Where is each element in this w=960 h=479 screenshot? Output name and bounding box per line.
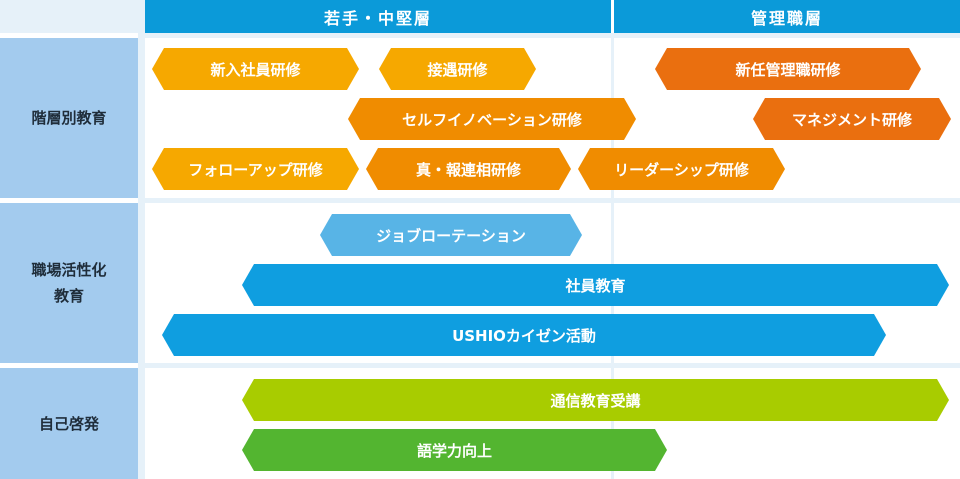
program-label: USHIOカイゼン活動 <box>452 326 596 345</box>
program-label: セルフイノベーション研修 <box>402 110 582 129</box>
row-label-text: 職場活性化 教育 <box>31 261 107 305</box>
row-divider <box>145 363 960 368</box>
program-label: 語学力向上 <box>416 441 492 460</box>
program-follow-up: フォローアップ研修 <box>152 148 359 190</box>
program-label: マネジメント研修 <box>791 110 912 129</box>
program-job-rotation: ジョブローテーション <box>320 214 582 256</box>
program-label: 通信教育受講 <box>550 391 641 410</box>
column-divider <box>611 33 614 479</box>
program-language: 語学力向上 <box>242 429 667 471</box>
program-communication: 真・報連相研修 <box>366 148 571 190</box>
program-employee-education: 社員教育 <box>242 264 949 306</box>
program-self-innovation: セルフイノベーション研修 <box>348 98 636 140</box>
row-label-self-development: 自己啓発 <box>0 368 138 479</box>
program-label: 接遇研修 <box>427 60 488 79</box>
row-label-text: 自己啓発 <box>38 414 99 433</box>
program-label: リーダーシップ研修 <box>614 160 749 179</box>
program-label: フォローアップ研修 <box>188 160 323 179</box>
row-label-text: 階層別教育 <box>31 109 107 127</box>
left-column-divider <box>138 0 145 479</box>
header-corner <box>0 0 138 33</box>
program-label: 新任管理職研修 <box>735 60 841 79</box>
row-label-hierarchical: 階層別教育 <box>0 38 138 198</box>
header-young-mid: 若手・中堅層 <box>145 0 611 33</box>
program-label: ジョブローテーション <box>376 226 526 245</box>
program-customer-service: 接遇研修 <box>379 48 536 90</box>
header-managers: 管理職層 <box>614 0 960 33</box>
row-divider <box>145 33 960 38</box>
row-label-workplace: 職場活性化 教育 <box>0 203 138 363</box>
program-label: 真・報連相研修 <box>415 160 521 179</box>
program-label: 新入社員研修 <box>210 60 301 79</box>
program-leadership: リーダーシップ研修 <box>578 148 785 190</box>
program-new-manager: 新任管理職研修 <box>655 48 921 90</box>
program-correspondence: 通信教育受講 <box>242 379 949 421</box>
program-new-employee: 新入社員研修 <box>152 48 359 90</box>
program-kaizen: USHIOカイゼン活動 <box>162 314 886 356</box>
program-label: 社員教育 <box>565 276 626 295</box>
row-divider <box>145 198 960 203</box>
program-management: マネジメント研修 <box>753 98 951 140</box>
